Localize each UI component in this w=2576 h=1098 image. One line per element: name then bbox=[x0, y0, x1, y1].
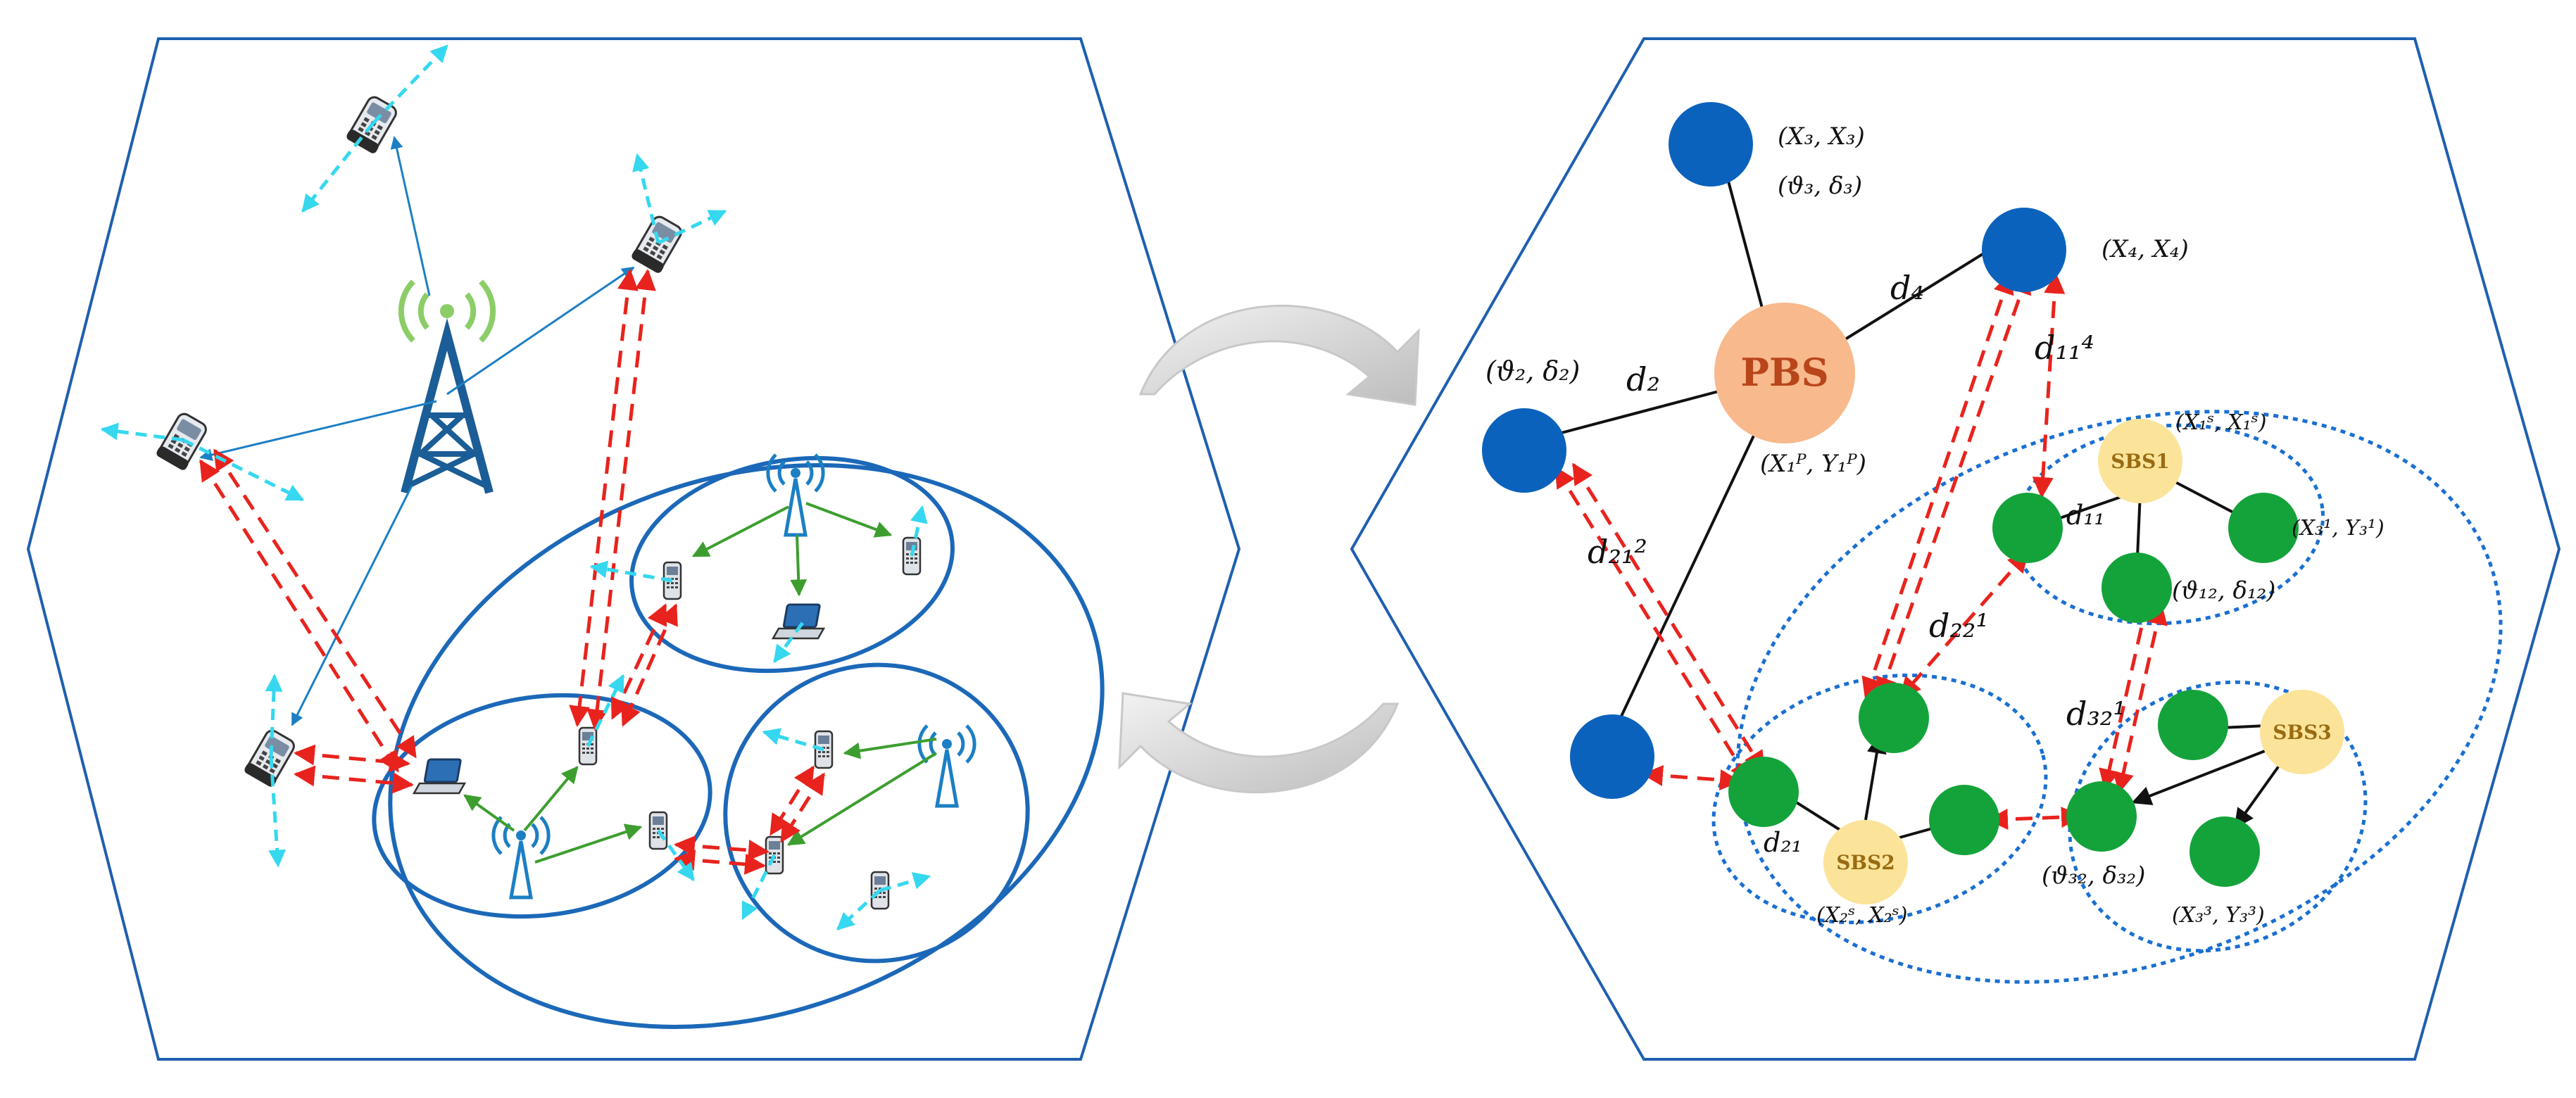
s12-label: (ϑ₁₂, δ₁₂) bbox=[2172, 576, 2275, 605]
d11-label: d₁₁ bbox=[2066, 500, 2105, 531]
d21-2-label: d₂₁² bbox=[1588, 533, 1647, 571]
u4-pos-label: (X₄, X₄) bbox=[2101, 235, 2189, 263]
mobile-phone-icon bbox=[629, 213, 686, 276]
dotted-clusters bbox=[1711, 410, 2503, 984]
s33-label: (X₃³, Y₃³) bbox=[2172, 903, 2265, 928]
sbs2-label: SBS2 bbox=[1836, 851, 1895, 874]
cluster-rings bbox=[372, 455, 1105, 1029]
distance-labels: d₂ d₄ d₁₁⁴ d₁₁ d₂₁² d₂₂¹ d₃₂¹ d₂₁ bbox=[1588, 269, 2126, 858]
left-hexagon bbox=[26, 37, 1241, 1061]
macro-users bbox=[1482, 102, 2066, 799]
laptop-icon bbox=[772, 603, 825, 640]
laptop-icon bbox=[413, 758, 466, 795]
pbs-node: PBS bbox=[1714, 303, 1855, 443]
pbs-label: PBS bbox=[1740, 350, 1828, 395]
cell-tower-icon bbox=[398, 279, 496, 494]
d21-label: d₂₁ bbox=[1764, 827, 1802, 858]
u3-pos-label: (X₃, X₃) bbox=[1778, 122, 1865, 151]
sbs2-coord-label: (X₂ˢ, X₂ˢ) bbox=[1816, 903, 1907, 928]
sbs1-label: SBS1 bbox=[2111, 450, 2170, 473]
small-cell-antenna-icon bbox=[919, 726, 974, 806]
sbs1-coord-label: (X₁ˢ, X₁ˢ) bbox=[2175, 410, 2266, 435]
u3-ang-label: (ϑ₃, δ₃) bbox=[1778, 172, 1862, 200]
right-hexagon bbox=[1350, 37, 2561, 1061]
node-labels: (X₃, X₃) (ϑ₃, δ₃) (X₄, X₄) (ϑ₂, δ₂) (X₁ᴾ… bbox=[1485, 122, 2385, 928]
d2d-links-left bbox=[199, 269, 826, 875]
sbs3-node: SBS3 bbox=[2260, 690, 2344, 774]
sbs2-node: SBS2 bbox=[1823, 820, 1908, 904]
pbs-coord-label: (X₁ᴾ, Y₁ᴾ) bbox=[1760, 450, 1866, 478]
d2d-links-right bbox=[1554, 272, 2168, 830]
d4-label: d₄ bbox=[1890, 269, 1924, 307]
small-cell-antenna-icon bbox=[494, 817, 548, 897]
s32-label: (ϑ₃₂, δ₃₂) bbox=[2042, 862, 2145, 890]
cycle-arrows-icon bbox=[1118, 304, 1420, 794]
d32-1-label: d₃₂¹ bbox=[2066, 695, 2126, 733]
small-cell-links bbox=[463, 502, 938, 864]
s13-label: (X₃¹, Y₃¹) bbox=[2292, 516, 2385, 541]
d22-1-label: d₂₂¹ bbox=[1929, 607, 1989, 645]
u2-ang-label: (ϑ₂, δ₂) bbox=[1485, 355, 1580, 386]
d2-label: d₂ bbox=[1626, 360, 1660, 398]
d11-4-label: d₁₁⁴ bbox=[2035, 329, 2094, 367]
sbs3-label: SBS3 bbox=[2273, 721, 2332, 744]
mobility-arrows bbox=[100, 44, 931, 930]
sbs1-node: SBS1 bbox=[2098, 419, 2182, 503]
small-cell-users bbox=[1728, 493, 2299, 887]
